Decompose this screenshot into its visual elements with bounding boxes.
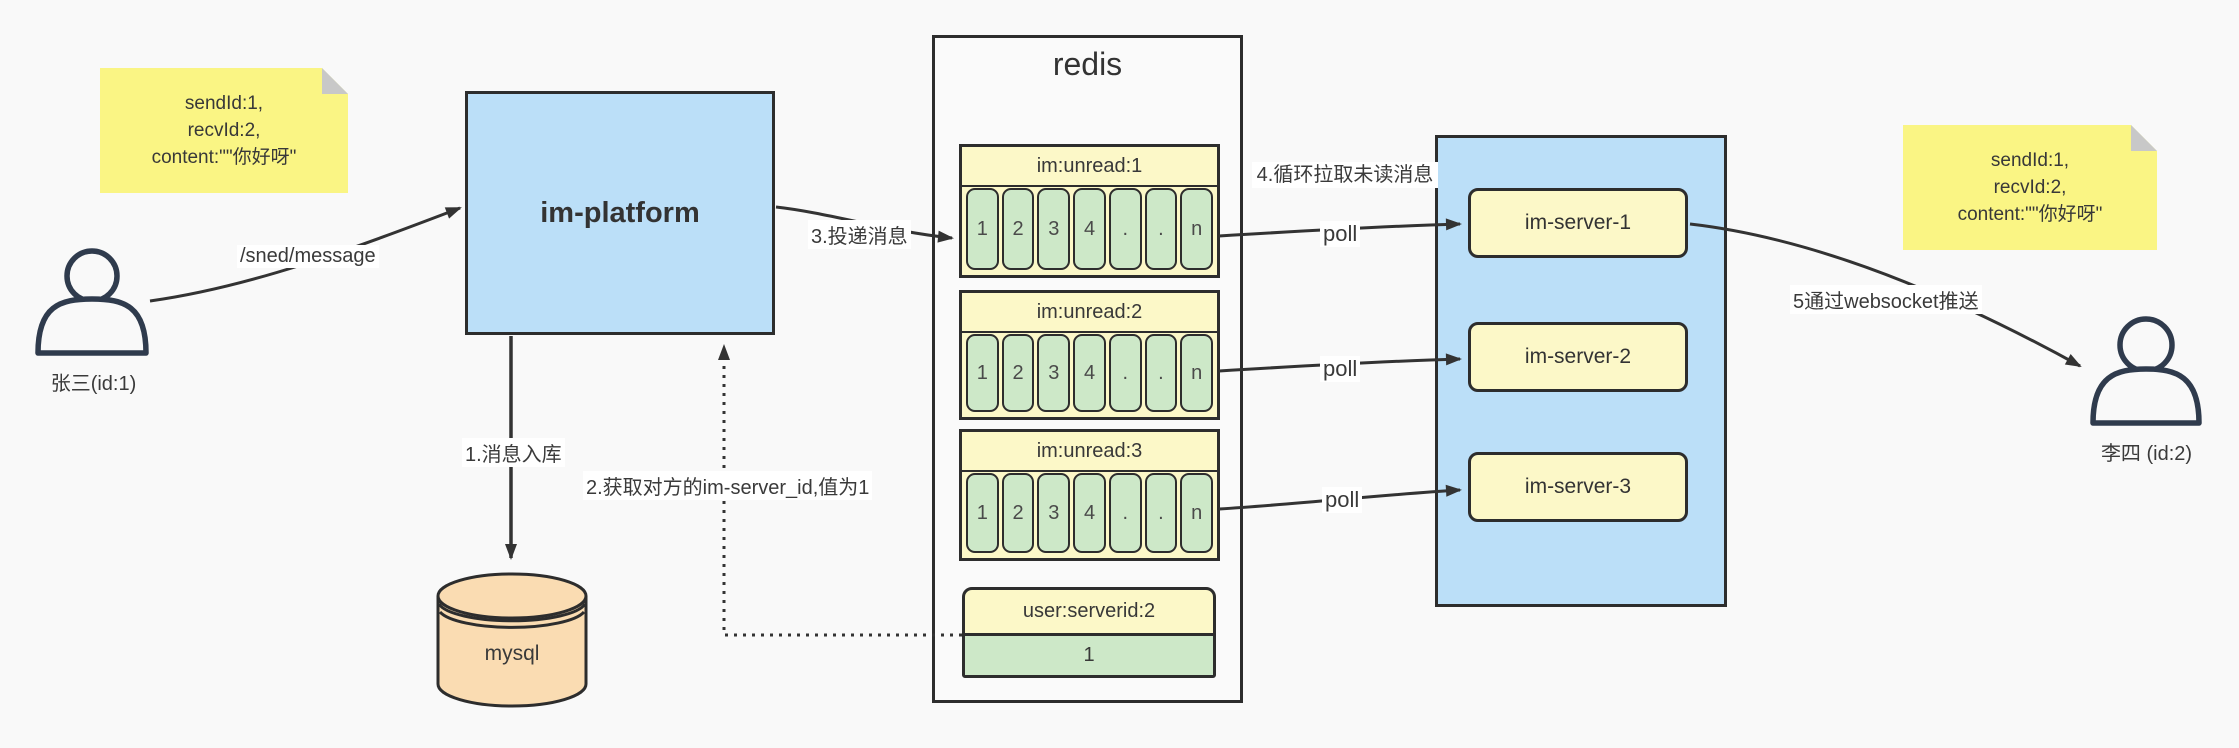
im-server-3-node[interactable]: im-server-3	[1468, 452, 1688, 522]
edge-label-store: 1.消息入库	[462, 438, 565, 467]
im-server-label: im-server-1	[1524, 211, 1632, 234]
queue-cell: n	[1180, 334, 1214, 412]
note-line: recvId:2,	[1993, 177, 2067, 198]
queue-cell: 1	[966, 334, 999, 412]
edge-label-pull: 4.循环拉取未读消息	[1252, 162, 1438, 188]
queue-cell: .	[1108, 188, 1142, 270]
user-serverid-mapping[interactable]: user:serverid:2 1	[962, 587, 1216, 678]
queue-cell: 3	[1037, 188, 1071, 270]
queue-title: im:unread:3	[962, 432, 1217, 472]
sender-label: 张三(id:1)	[50, 373, 137, 395]
queue-cell: 1	[966, 188, 999, 270]
queue-cell: .	[1144, 188, 1178, 270]
queue-title: im:unread:2	[962, 293, 1217, 333]
sticky-note-left[interactable]: sendId:1, recvId:2, content:""你好呀"	[100, 68, 348, 193]
queue-cell: 3	[1037, 473, 1071, 553]
edge-label-poll-3: poll	[1322, 487, 1363, 513]
queue-cells: 1 2 3 4 . . n	[962, 187, 1217, 275]
mapping-title: user:serverid:2	[1022, 600, 1156, 622]
queue-title: im:unread:1	[962, 147, 1217, 187]
note-line: content:""你好呀"	[1957, 204, 2103, 225]
queue-cells: 1 2 3 4 . . n	[962, 333, 1217, 417]
im-platform-label: im-platform	[540, 196, 700, 229]
sticky-note-right[interactable]: sendId:1, recvId:2, content:""你好呀"	[1903, 125, 2157, 250]
queue-cell: 4	[1073, 188, 1106, 270]
queue-cell: 1	[966, 473, 999, 553]
queue-cell: .	[1144, 334, 1178, 412]
queue-cell: .	[1108, 334, 1142, 412]
mapping-value: 1	[965, 633, 1213, 675]
im-server-2-node[interactable]: im-server-2	[1468, 322, 1688, 392]
queue-cell: n	[1180, 473, 1214, 553]
sender-person-icon[interactable]	[35, 248, 149, 356]
queue-cell: .	[1144, 473, 1178, 553]
queue-cell: 2	[1001, 188, 1035, 270]
note-fold-corner	[2131, 125, 2157, 151]
queue-cell: 2	[1001, 473, 1035, 553]
queue-cell: 2	[1001, 334, 1035, 412]
queue-cell: n	[1180, 188, 1214, 270]
im-server-1-node[interactable]: im-server-1	[1468, 188, 1688, 258]
edge-label-poll-2: poll	[1320, 356, 1361, 382]
im-server-label: im-server-2	[1524, 345, 1632, 368]
queue-im-unread-3[interactable]: im:unread:3 1 2 3 4 . . n	[959, 429, 1220, 561]
queue-cell: 4	[1073, 473, 1106, 553]
queue-cell: 4	[1073, 334, 1106, 412]
edge-label-poll-1: poll	[1320, 221, 1361, 247]
queue-cell: .	[1108, 473, 1142, 553]
note-line: content:""你好呀"	[151, 147, 297, 168]
edge-label-lookup: 2.获取对方的im-server_id,值为1	[583, 471, 873, 500]
note-line: sendId:1,	[184, 93, 264, 114]
queue-im-unread-2[interactable]: im:unread:2 1 2 3 4 . . n	[959, 290, 1220, 420]
receiver-person-icon[interactable]	[2090, 316, 2202, 426]
queue-cell: 3	[1037, 334, 1071, 412]
mysql-database-icon[interactable]	[436, 572, 588, 708]
note-line: sendId:1,	[1990, 150, 2070, 171]
note-fold-corner	[322, 68, 348, 94]
queue-im-unread-1[interactable]: im:unread:1 1 2 3 4 . . n	[959, 144, 1220, 278]
note-line: recvId:2,	[187, 120, 261, 141]
redis-title: redis	[1052, 46, 1123, 82]
edge-label-deliver: 3.投递消息	[808, 220, 911, 249]
receiver-label: 李四 (id:2)	[2100, 443, 2193, 465]
mysql-label: mysql	[484, 642, 540, 665]
queue-cells: 1 2 3 4 . . n	[962, 472, 1217, 558]
im-platform-node[interactable]: im-platform	[465, 91, 775, 335]
edge-label-send: /sned/message	[237, 245, 379, 268]
im-server-label: im-server-3	[1524, 475, 1632, 498]
edge-label-push: 5通过websocket推送	[1790, 285, 1982, 314]
